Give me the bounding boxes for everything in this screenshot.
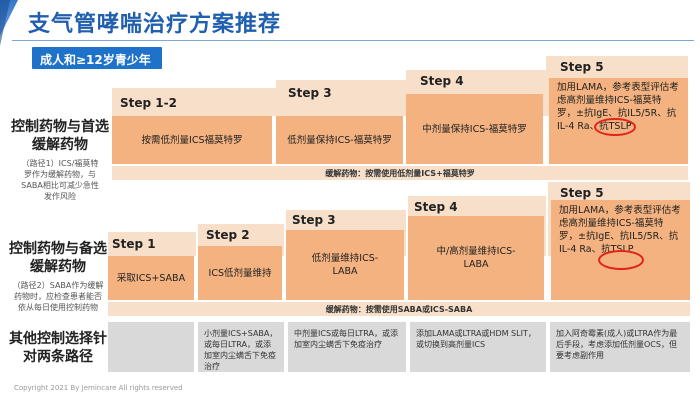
row2-step2-box: ICS低剂量维持: [198, 246, 282, 300]
row2-step2-label: Step 2: [206, 228, 250, 242]
copyright-footer: Copyright 2021 By Jemincare All rights r…: [14, 384, 183, 392]
row1-step4-box: 中剂量保持ICS-福莫特罗: [406, 94, 543, 164]
row1-note: （路径1）ICS/福莫特罗作为缓解药物，与SABA相比可减少急性发作风险: [21, 159, 99, 201]
row2-note: （路径2）SABA作为缓解药物时，应检查患者能否依从每日使用控制药物: [12, 281, 104, 312]
highlight-circle-row1: [594, 118, 636, 136]
row1-label-group: 控制药物与首选缓解药物 （路径1）ICS/福莫特罗作为缓解药物，与SABA相比可…: [10, 118, 110, 202]
row2-step1-header: [108, 232, 196, 256]
row2-label-group: 控制药物与备选缓解药物 （路径2）SABA作为缓解药物时，应检查患者能否依从每日…: [6, 240, 110, 313]
row1-step1-label: Step 1-2: [120, 96, 177, 110]
row2-step5-label: Step 5: [560, 186, 604, 200]
population-banner: 成人和≥12岁青少年: [32, 47, 162, 69]
row1-step4-label: Step 4: [420, 74, 464, 88]
row1-step3-header: [276, 80, 406, 116]
row2-step1-label: Step 1: [112, 237, 156, 251]
row3-cell-4: 添加LAMA或LTRA或HDM SLIT，或切换到高剂量ICS: [410, 322, 546, 372]
highlight-circle-row2: [598, 250, 644, 270]
row3-cell-1: [108, 322, 194, 372]
row2-step1-box: 采取ICS+SABA: [108, 256, 194, 300]
row3-cell-5: 加入阿奇霉素(成人)或LTRA作为最后手段，考虑添加低剂量OCS，但要考虑副作用: [550, 322, 690, 372]
row1-step5-box: 加用LAMA，参考表型评估考虑高剂量维持ICS-福莫特罗，±抗IgE、抗IL5/…: [549, 78, 688, 164]
page-title: 支气管哮喘治疗方案推荐: [28, 12, 282, 37]
row3-cell-2: 小剂量ICS+SABA，或每日LTRA，或添加室内尘螨舌下免疫治疗: [198, 322, 284, 372]
row1-step5-label: Step 5: [560, 60, 604, 74]
row1-label: 控制药物与首选缓解药物: [11, 119, 109, 153]
row2-step3-label: Step 3: [292, 213, 336, 227]
corner-decoration-dark: [0, 0, 10, 46]
row1-step1-box: 按需低剂量ICS福莫特罗: [112, 116, 272, 164]
row3-label: 其他控制选择针对两条路径: [9, 331, 107, 365]
row1-step3-box: 低剂量保持ICS-福莫特罗: [276, 116, 403, 164]
row3-cell-3: 中剂量ICS或每日LTRA，或添加室内尘螨舌下免疫治疗: [288, 322, 406, 372]
row1-step1-header: [112, 88, 276, 116]
row2-reliever-bar: 缓解药物：按需使用SABA或ICS-SABA: [108, 302, 690, 316]
row1-reliever-bar: 缓解药物：按需使用低剂量ICS+福莫特罗: [112, 166, 688, 180]
title-divider: [12, 40, 694, 41]
row2-step3-box: 低剂量维持ICS-LABA: [286, 230, 404, 300]
row2-label: 控制药物与备选缓解药物: [9, 241, 107, 275]
row2-step4-box: 中/高剂量维持ICS-LABA: [408, 216, 544, 300]
row1-step3-label: Step 3: [288, 86, 332, 100]
row2-step4-label: Step 4: [414, 200, 458, 214]
